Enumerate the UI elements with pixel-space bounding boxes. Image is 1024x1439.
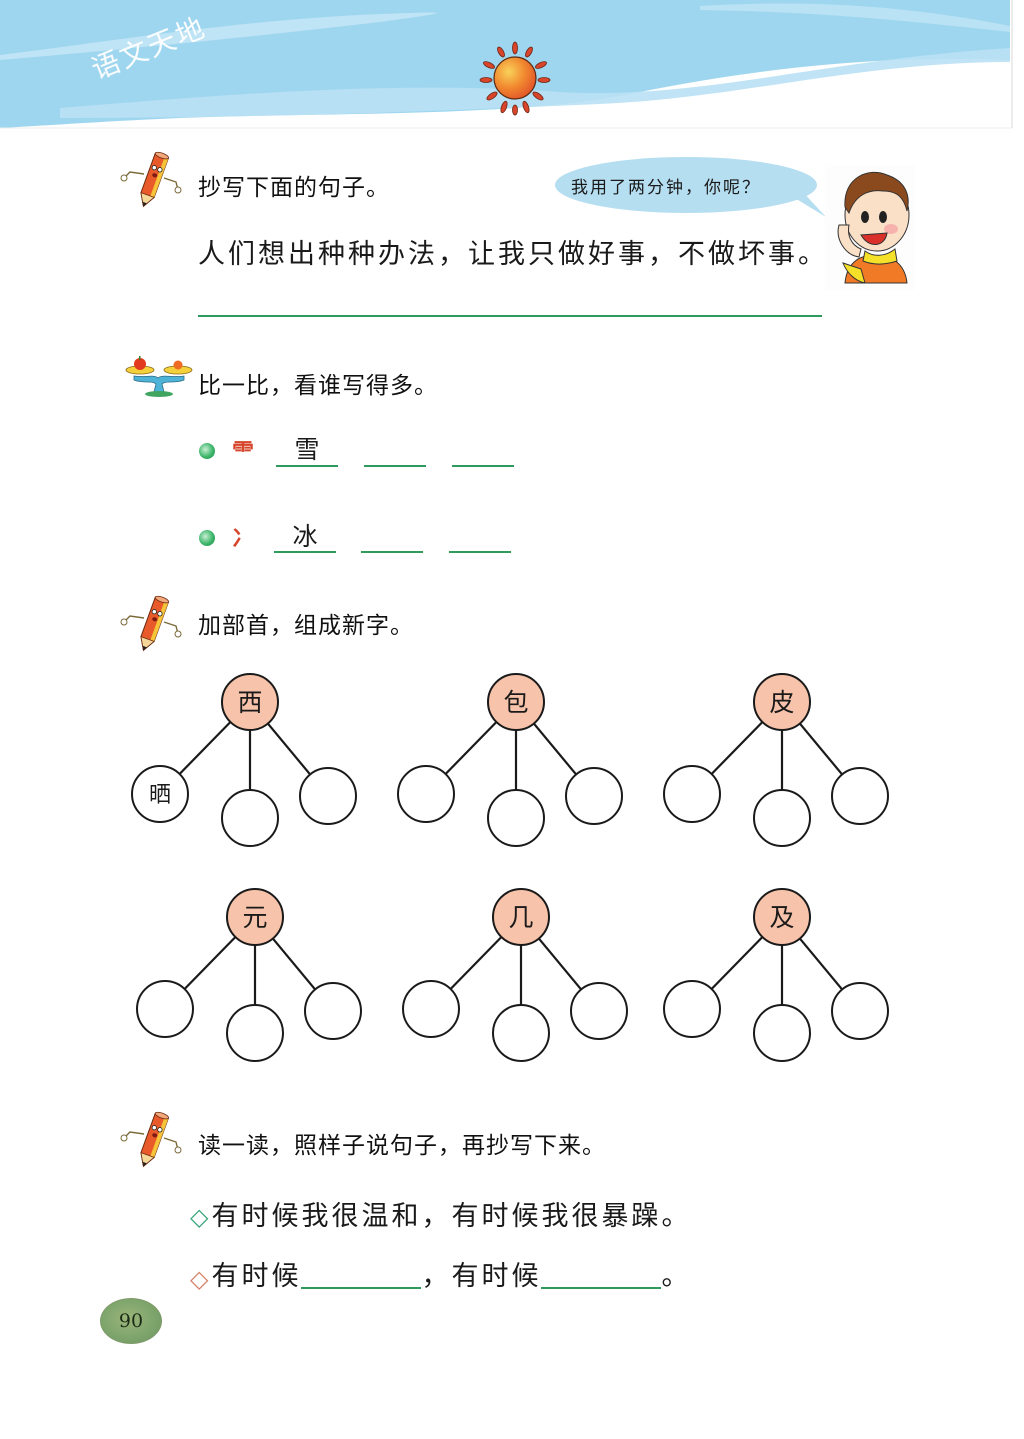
tree-branch-line bbox=[449, 936, 503, 990]
answer-circle[interactable] bbox=[663, 980, 721, 1038]
section-3-instruction: 加部首，组成新字。 bbox=[198, 613, 414, 639]
exercise-blank-2[interactable] bbox=[541, 1257, 662, 1289]
bullet-icon bbox=[199, 443, 215, 459]
tree-branch-line bbox=[799, 937, 843, 991]
pencil-character-icon bbox=[120, 595, 182, 652]
exercise-end: 。 bbox=[661, 1261, 692, 1292]
pencil-character-icon bbox=[120, 1111, 182, 1168]
answer-circle[interactable] bbox=[136, 980, 194, 1038]
root-char: 皮 bbox=[769, 688, 794, 717]
root-char-circle bbox=[221, 673, 279, 731]
section-4-instruction: 读一读，照样子说句子，再抄写下来。 bbox=[198, 1133, 606, 1159]
tree-branch-line bbox=[710, 936, 764, 990]
answer-circle[interactable] bbox=[299, 767, 357, 825]
radical-tree: 几 bbox=[402, 888, 628, 1062]
boy-character-icon bbox=[825, 165, 915, 290]
tree-branch-line bbox=[183, 936, 237, 990]
sun-icon bbox=[479, 41, 551, 116]
root-char: 及 bbox=[769, 903, 794, 932]
answer-blank[interactable] bbox=[361, 551, 423, 553]
answer-blank[interactable] bbox=[364, 465, 426, 467]
example-sentence-row: ◇有时候我很温和，有时候我很暴躁。 bbox=[190, 1194, 691, 1233]
section-1-icon bbox=[118, 148, 188, 216]
example-underline bbox=[276, 465, 338, 467]
example-underline bbox=[274, 551, 336, 553]
exercise-part1: 有时候 bbox=[211, 1261, 302, 1292]
root-char: 几 bbox=[508, 903, 533, 932]
balance-scale-icon bbox=[125, 356, 193, 397]
section-4-icon bbox=[118, 1108, 188, 1176]
root-char: 西 bbox=[237, 688, 262, 717]
root-char: 包 bbox=[503, 688, 528, 717]
radical-label: ⻗ bbox=[232, 439, 255, 465]
radical-tree: 包 bbox=[397, 673, 623, 847]
tree-branch-line bbox=[267, 722, 311, 776]
answer-circle[interactable] bbox=[570, 982, 628, 1040]
answer-blank[interactable] bbox=[452, 465, 514, 467]
exercise-blank-1[interactable] bbox=[301, 1257, 422, 1289]
root-char-circle bbox=[753, 673, 811, 731]
answer-circle[interactable] bbox=[397, 765, 455, 823]
section-3-icon bbox=[118, 592, 188, 660]
answer-circle[interactable] bbox=[131, 765, 189, 823]
radical-tree: 及 bbox=[663, 888, 889, 1062]
answer-circle[interactable] bbox=[831, 982, 889, 1040]
exercise-sentence-row: ◇ 有时候 ， 有时候 。 bbox=[190, 1254, 691, 1293]
answer-circle[interactable] bbox=[304, 982, 362, 1040]
radical-tree: 元 bbox=[136, 888, 362, 1062]
page-number: 90 bbox=[100, 1298, 162, 1344]
answer-circle[interactable] bbox=[753, 789, 811, 847]
root-char-circle bbox=[753, 888, 811, 946]
diamond-marker-icon: ◇ bbox=[190, 1203, 212, 1231]
example-char: 冰 bbox=[292, 522, 318, 551]
radical-label: 冫 bbox=[232, 526, 255, 552]
boy-character bbox=[825, 165, 915, 294]
radical-tree: 皮 bbox=[663, 673, 889, 847]
tree-branch-line bbox=[533, 722, 577, 776]
pencil-character-icon bbox=[120, 151, 182, 208]
answer-circle[interactable] bbox=[402, 980, 460, 1038]
speech-bubble-text: 我用了两分钟，你呢？ bbox=[571, 178, 761, 198]
header-banner: 语文天地 bbox=[0, 0, 1024, 135]
answer-circle[interactable] bbox=[492, 1004, 550, 1062]
answer-circle[interactable] bbox=[487, 789, 545, 847]
root-char-circle bbox=[492, 888, 550, 946]
root-char: 元 bbox=[242, 903, 267, 932]
bubble-tail bbox=[770, 183, 826, 217]
answer-circle[interactable] bbox=[221, 789, 279, 847]
example-answer-char: 晒 bbox=[149, 783, 171, 808]
answer-blank[interactable] bbox=[449, 551, 511, 553]
copy-writing-line[interactable] bbox=[198, 315, 822, 317]
radical-tree: 西晒 bbox=[131, 673, 357, 847]
model-sentence: 人们想出种种办法，让我只做好事，不做坏事。 bbox=[198, 239, 828, 270]
root-char-circle bbox=[226, 888, 284, 946]
example-sentence: 有时候我很温和，有时候我很暴躁。 bbox=[211, 1201, 692, 1232]
tree-branch-line bbox=[538, 937, 582, 991]
answer-circle[interactable] bbox=[663, 765, 721, 823]
tree-branch-line bbox=[799, 722, 843, 776]
exercise-part2: 有时候 bbox=[451, 1261, 542, 1292]
exercise-comma: ， bbox=[421, 1261, 452, 1292]
diamond-marker-icon: ◇ bbox=[190, 1265, 212, 1293]
tree-branch-line bbox=[444, 721, 498, 775]
root-char-circle bbox=[487, 673, 545, 731]
tree-branch-line bbox=[178, 721, 232, 775]
example-char: 雪 bbox=[294, 435, 320, 464]
section-2-instruction: 比一比，看谁写得多。 bbox=[198, 373, 438, 399]
section-2-icon bbox=[124, 356, 194, 402]
answer-circle[interactable] bbox=[565, 767, 623, 825]
bullet-icon bbox=[199, 530, 215, 546]
answer-circle[interactable] bbox=[831, 767, 889, 825]
answer-circle[interactable] bbox=[226, 1004, 284, 1062]
tree-branch-line bbox=[710, 721, 764, 775]
answer-circle[interactable] bbox=[753, 1004, 811, 1062]
speech-bubble: 我用了两分钟，你呢？ bbox=[555, 157, 826, 217]
tree-branch-line bbox=[272, 937, 316, 991]
section-1-instruction: 抄写下面的句子。 bbox=[198, 175, 390, 201]
